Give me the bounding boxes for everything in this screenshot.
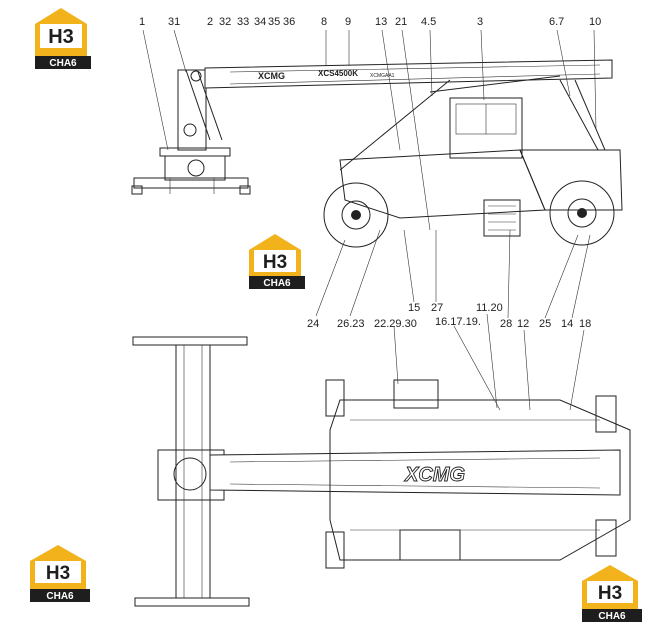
logo-top-left: H3 CHA6 xyxy=(35,8,91,69)
callout-label: 3 xyxy=(477,16,483,28)
logo-caption: CHA6 xyxy=(263,278,291,289)
callout-label: 8 xyxy=(321,16,327,28)
callout-label: 4.5 xyxy=(421,16,436,28)
callout-label: 22.29.30 xyxy=(374,318,417,330)
callout-label: 26.23 xyxy=(337,318,365,330)
callout-label: 24 xyxy=(307,318,319,330)
callout-label: 15 xyxy=(408,302,420,314)
callout-label: 12 xyxy=(517,318,529,330)
top-view-brand: XCMG xyxy=(404,464,465,486)
callout-label: 14 xyxy=(561,318,573,330)
callout-label: 32 xyxy=(219,16,231,28)
callout-label: 34 xyxy=(254,16,266,28)
machine-top-view: XCMG xyxy=(209,379,631,569)
spreader-side-view xyxy=(131,69,251,195)
callout-label: 27 xyxy=(431,302,443,314)
logo-caption: CHA6 xyxy=(49,58,77,69)
callout-label: 35 xyxy=(268,16,280,28)
machine-side-view: XCMG XCS4500K XCMGAA1 xyxy=(204,59,623,248)
callout-label: 28 xyxy=(500,318,512,330)
logo-mark: H3 xyxy=(48,26,74,48)
callout-label: 36 xyxy=(283,16,295,28)
callout-label: 2 xyxy=(207,16,213,28)
callout-label: 33 xyxy=(237,16,249,28)
logo-caption: CHA6 xyxy=(46,591,74,602)
callout-labels: 1 31 2 32 33 34 35 36 8 9 13 21 4.5 3 6.… xyxy=(139,16,601,330)
boom-model: XCS4500K xyxy=(318,69,358,78)
callout-label: 1 xyxy=(139,16,145,28)
callout-label: 6.7 xyxy=(549,16,564,28)
logo-caption: CHA6 xyxy=(598,611,626,622)
callout-label: 18 xyxy=(579,318,591,330)
callout-label: 31 xyxy=(168,16,180,28)
logo-mark: H3 xyxy=(598,583,622,604)
callout-label: 10 xyxy=(589,16,601,28)
boom-small-text: XCMGAA1 xyxy=(370,73,395,79)
boom-brand: XCMG xyxy=(258,71,285,81)
callout-label: 21 xyxy=(395,16,407,28)
callout-label: 11.20 xyxy=(476,302,503,314)
logo-middle: H3 CHA6 xyxy=(249,234,305,289)
logo-bottom-right: H3 CHA6 xyxy=(582,565,642,622)
logo-mark: H3 xyxy=(46,563,70,584)
callout-label: 25 xyxy=(539,318,551,330)
callout-label: 9 xyxy=(345,16,351,28)
callout-label: 16.17.19. xyxy=(435,316,481,328)
callout-leaders xyxy=(142,29,597,411)
callout-label: 13 xyxy=(375,16,387,28)
logo-bottom-left: H3 CHA6 xyxy=(30,545,90,602)
logo-mark: H3 xyxy=(263,252,287,273)
